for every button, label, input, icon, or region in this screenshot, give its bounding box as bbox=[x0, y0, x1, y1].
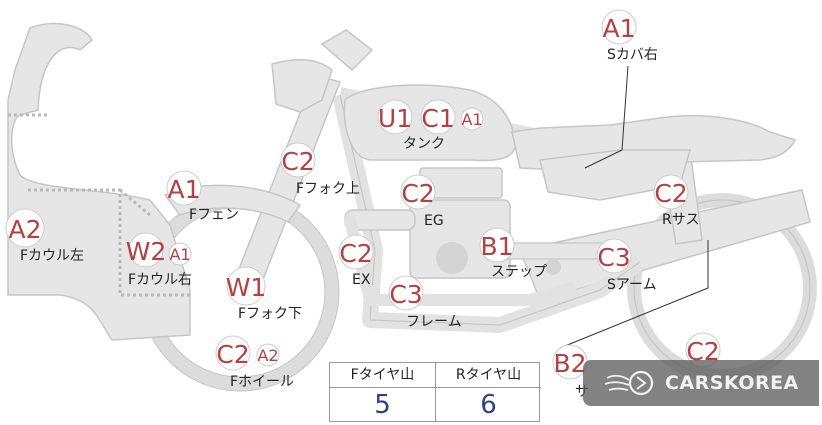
leader-lines bbox=[559, 65, 709, 349]
rear-tire-header: Rタイヤ山 bbox=[436, 363, 541, 388]
engine bbox=[344, 167, 511, 279]
front-tire-header: Fタイヤ山 bbox=[330, 363, 435, 388]
code-eg: C2 bbox=[401, 179, 434, 208]
label-ex: EX bbox=[352, 272, 371, 288]
carskorea-logo-icon bbox=[604, 370, 654, 396]
watermark-text: CARSKOREA bbox=[665, 372, 799, 394]
code-s-cover: A1 bbox=[602, 14, 635, 43]
cowl-panel-lines bbox=[8, 113, 190, 297]
code-f-fork-lower: W1 bbox=[226, 273, 267, 302]
swing-arm bbox=[518, 189, 811, 301]
label-f-wheel: Fホイール bbox=[230, 374, 295, 390]
label-s-cover-right: Sカバ右 bbox=[607, 47, 658, 63]
code-f-wheel-c: C2 bbox=[216, 340, 249, 369]
label-step: ステップ bbox=[491, 264, 547, 280]
rear-tire-value: 6 bbox=[480, 390, 497, 420]
label-f-cowl-left: Fカウル左 bbox=[20, 248, 85, 264]
front-tire-value: 5 bbox=[374, 390, 391, 420]
label-f-fender: Fフェン bbox=[189, 207, 240, 223]
label-s-arm: Sアーム bbox=[607, 277, 657, 293]
carskorea-watermark: CARSKOREA bbox=[583, 360, 819, 406]
code-s-arm: C3 bbox=[597, 243, 630, 272]
code-f-fork-upper: C2 bbox=[281, 147, 314, 176]
front-cowl bbox=[7, 22, 191, 341]
label-f-fork-lower: Fフォク下 bbox=[238, 306, 303, 322]
table-divider bbox=[435, 363, 436, 421]
code-r-sus: C2 bbox=[654, 179, 687, 208]
label-frame: フレーム bbox=[406, 314, 462, 330]
code-f-cowl-left: A2 bbox=[8, 215, 41, 244]
code-step: B1 bbox=[480, 232, 513, 261]
code-f-cowl-right-a: A1 bbox=[169, 245, 190, 264]
code-tank-u: U1 bbox=[378, 104, 412, 133]
label-f-fork-upper: Fフォク上 bbox=[296, 181, 361, 197]
label-f-cowl-right: Fカウル右 bbox=[128, 272, 193, 288]
label-tank: タンク bbox=[403, 136, 445, 152]
code-bottom-b: B2 bbox=[553, 349, 586, 378]
label-eg: EG bbox=[424, 213, 444, 229]
code-f-cowl-right-w: W2 bbox=[126, 237, 167, 266]
code-f-wheel-a: A2 bbox=[257, 346, 278, 365]
code-frame: C3 bbox=[389, 280, 422, 309]
code-ex: C2 bbox=[339, 239, 372, 268]
code-circles bbox=[5, 9, 721, 380]
code-f-fender: A1 bbox=[167, 175, 200, 204]
tire-tread-table: Fタイヤ山 Rタイヤ山 5 6 bbox=[329, 362, 541, 422]
handlebar-bracket bbox=[271, 59, 333, 113]
code-tank-a: A1 bbox=[461, 110, 482, 129]
code-tank-c: C1 bbox=[421, 104, 454, 133]
label-r-sus: Rサス bbox=[662, 212, 700, 228]
